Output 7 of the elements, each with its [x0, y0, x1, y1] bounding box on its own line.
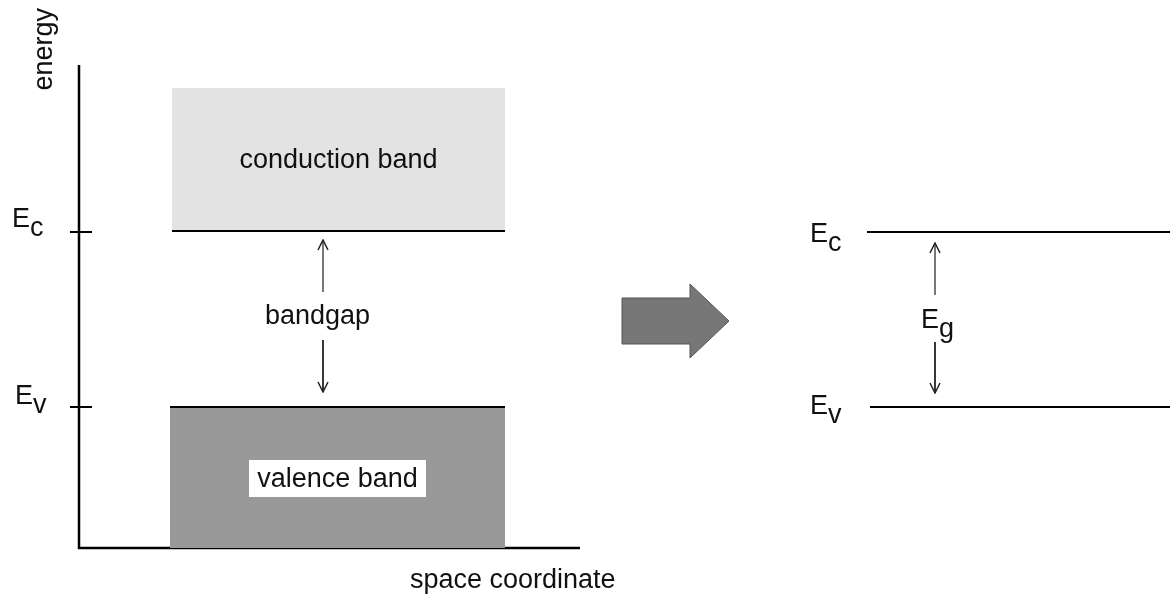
band-label: valence band: [249, 459, 426, 497]
axis-title: energy: [30, 8, 57, 91]
axis-title: space coordinate: [410, 566, 616, 593]
gap-label: bandgap: [265, 302, 371, 329]
band-label: conduction band: [238, 142, 439, 176]
valence-band-box: [170, 406, 505, 548]
conduction-band-box: [172, 88, 505, 232]
